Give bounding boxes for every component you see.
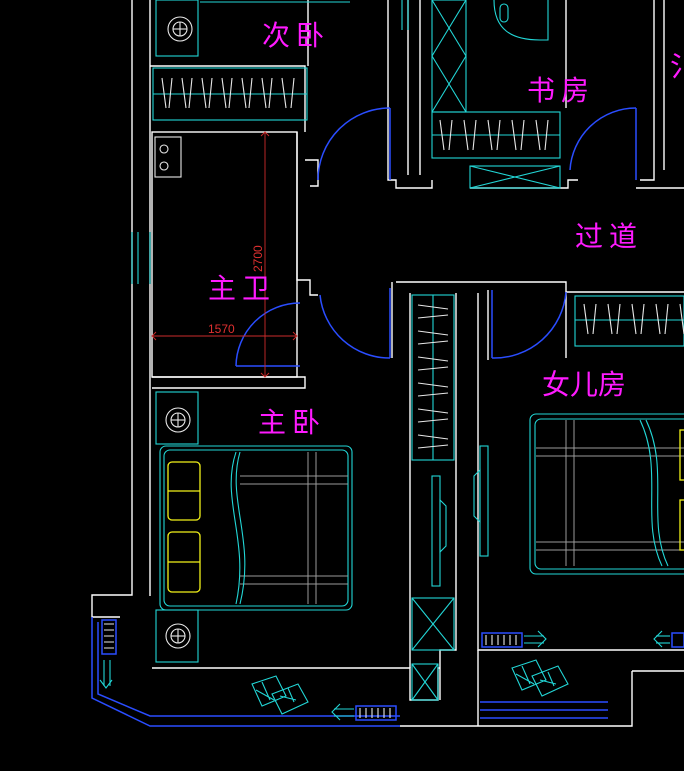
dimension-label-width: 1570 — [208, 322, 235, 336]
windows — [91, 0, 608, 727]
cushions — [251, 659, 569, 715]
room-label-master-bedroom: 主卧 — [258, 406, 326, 439]
walls — [91, 0, 684, 727]
wardrobes — [152, 0, 684, 701]
dimension-label-height: 2700 — [251, 245, 265, 272]
room-label-partial-right: 氵 — [670, 50, 684, 83]
radiators — [99, 619, 684, 721]
room-label-daughter-room: 女儿房 — [542, 368, 626, 401]
doors — [235, 107, 637, 367]
room-label-study: 书房 — [527, 74, 595, 107]
room-label-second-bedroom: 次卧 — [262, 19, 330, 52]
furniture — [154, 0, 684, 663]
room-label-master-bath: 主卫 — [208, 272, 276, 305]
room-label-corridor: 过道 — [575, 220, 643, 253]
dimension-lines — [151, 131, 298, 378]
